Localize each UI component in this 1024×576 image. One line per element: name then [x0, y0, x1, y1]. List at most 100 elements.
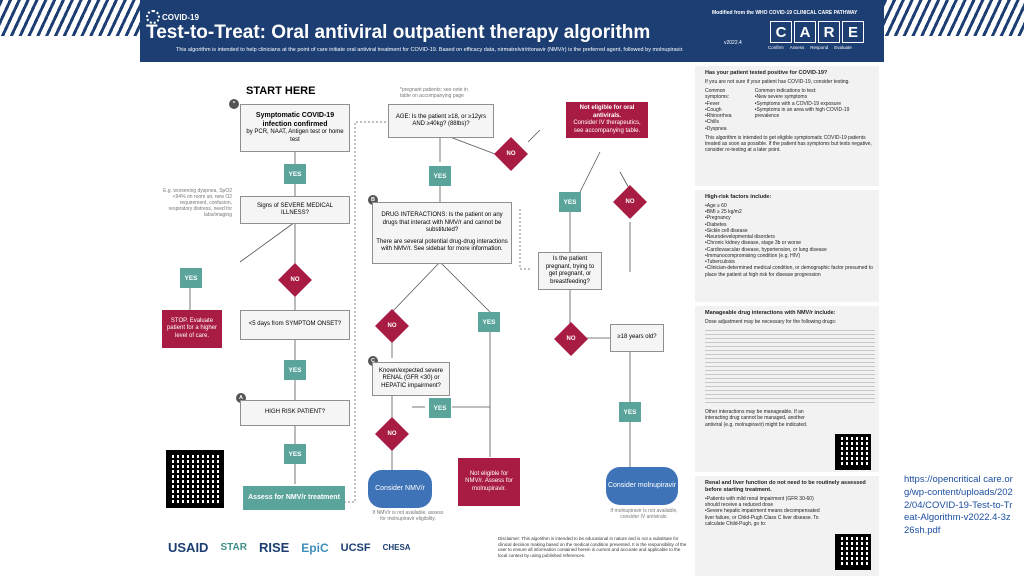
qr-code-icon [166, 450, 224, 508]
yes-age: YES [429, 166, 451, 186]
not-eligible-text: Consider IV therapeutics, see accompanyi… [573, 120, 641, 134]
disclaimer: Disclaimer: This algorithm is intended t… [498, 536, 687, 558]
decorative-stripes-left [0, 0, 140, 36]
version-label: v2022.4 [724, 40, 742, 46]
symptom-columns: Common symptoms: Fever Cough Rhinorrhea … [705, 88, 875, 132]
logo-epic: EpiC [301, 540, 329, 555]
no-label: NO [566, 336, 576, 342]
symptom-item: Chills [705, 119, 751, 125]
care-subtitles: Confirm Assess Respond Evaluate [768, 45, 852, 50]
no-label: NO [387, 323, 397, 329]
risk-item: BMI ≥ 25 kg/m2 [705, 209, 875, 215]
no-label: NO [387, 431, 397, 437]
page-title: Test-to-Treat: Oral antiviral outpatient… [146, 22, 651, 43]
subtitle: This algorithm is intended to help clini… [176, 47, 684, 53]
source-link[interactable]: https://opencritical care.org/wp-content… [904, 474, 1013, 537]
qr-code-icon [835, 434, 871, 470]
yes-severe: YES [180, 268, 202, 288]
flowchart: START HERE * Symptomatic COVID-19 infect… [140, 62, 690, 576]
interactions-footer: Other interactions may be manageable. If… [705, 409, 808, 428]
yes-high-risk: YES [284, 444, 306, 464]
symptom-item: Rhinorrhea [705, 113, 751, 119]
not-eligible-nmv-box: Not eligible for NMV/r. Assess for molnu… [458, 458, 520, 506]
sidebar: Has your patient tested positive for COV… [695, 62, 879, 576]
indication-item: New severe symptoms [755, 94, 875, 100]
renal-heading: Renal and liver function do not need to … [705, 480, 866, 493]
no-label: NO [290, 277, 300, 283]
risk-item: Pregnancy [705, 215, 875, 221]
start-here-label: START HERE [246, 85, 316, 97]
renal-item: Severe hepatic impairment means decompen… [705, 508, 823, 527]
consider-nmv-box: Consider NMV/r [368, 470, 432, 508]
risk-item: Clinician-determined medical condition, … [705, 265, 875, 278]
yes-onset: YES [284, 360, 306, 380]
panel-risk: High-risk factors include: Age ≥ 60 BMI … [695, 190, 879, 302]
partner-logos: USAID STAR RISE EpiC UCSF CHESA [168, 540, 411, 555]
interactions-sub: Dose adjustment may be necessary for the… [705, 318, 837, 325]
drug-interactions-q: DRUG INTERACTIONS: Is the patient on any… [381, 212, 503, 234]
tested-footer: This algorithm is intended to get eligib… [705, 134, 872, 154]
symptomatic-title: Symptomatic COVID-19 infection confirmed [255, 111, 335, 128]
age-box: AGE: Is the patient ≥18, or ≥12yrs AND ≥… [388, 104, 494, 138]
risk-heading: High-risk factors include: [705, 194, 772, 200]
yes-age18: YES [619, 402, 641, 422]
renal-item: Patients with mild renal impairment (GFR… [705, 496, 823, 509]
symptoms-column: Common symptoms: Fever Cough Rhinorrhea … [705, 88, 751, 132]
pregnant-box: Is the patient pregnant, trying to get p… [538, 252, 602, 290]
drug-interactions-note: There are several potential drug-drug in… [376, 238, 508, 253]
decorative-stripes-right [884, 0, 1024, 36]
pregnant-note: *pregnant patients: see note in table on… [400, 87, 468, 99]
indication-item: Symptoms with a COVID-19 exposure [755, 101, 875, 107]
tested-question: Has your patient tested positive for COV… [705, 70, 828, 76]
header-banner: COVID-19 Test-to-Treat: Oral antiviral o… [140, 0, 884, 62]
badge-b: B [368, 195, 378, 205]
care-logo: C A R E [770, 21, 864, 43]
risk-item: Cardiovascular disease, hypertension, or… [705, 247, 875, 253]
algorithm-slide: COVID-19 Test-to-Treat: Oral antiviral o… [140, 0, 884, 576]
symptoms-heading: Common symptoms: [705, 88, 730, 101]
logo-ucsf: UCSF [340, 541, 371, 554]
not-eligible-box: Not eligible for oral antivirals. Consid… [566, 102, 648, 138]
care-letter: R [818, 21, 840, 43]
no-label: NO [625, 199, 635, 205]
yes-pregnant: YES [559, 192, 581, 212]
interactions-table [705, 328, 875, 407]
consider-molnupiravir-box: Consider molnupiravir [606, 467, 678, 505]
no-label: NO [506, 151, 516, 157]
tested-text: If you are not sure if your patient has … [705, 78, 850, 85]
risk-item: Age ≥ 60 [705, 203, 875, 209]
severe-note: E.g. worsening dyspnea, SpO2 <94% on roo… [163, 188, 232, 218]
modified-from: Modified from the WHO COVID-19 CLINICAL … [712, 10, 858, 16]
no-drug: NO [375, 309, 409, 343]
renal-box: Known/expected severe RENAL (GFR <30) or… [372, 362, 450, 396]
risk-item: Sickle cell disease [705, 228, 875, 234]
badge-c: C [368, 356, 378, 366]
care-letter: A [794, 21, 816, 43]
risk-item: Neurodevelopmental disorders [705, 234, 875, 240]
drug-interactions-box: DRUG INTERACTIONS: Is the patient on any… [372, 202, 512, 264]
age18-box: ≥18 years old? [610, 324, 664, 352]
risk-item: Chronic kidney disease, stage 3b or wors… [705, 240, 875, 246]
care-sub: Assess [789, 45, 805, 50]
symptom-onset-box: <5 days from SYMPTOM ONSET? [240, 310, 350, 340]
risk-item: Immunocompromising condition (e.g. HIV) [705, 253, 875, 259]
virus-icon [146, 10, 160, 24]
molnupiravir-note: If molnupiravir is not available, consid… [610, 508, 678, 520]
yes-1: YES [284, 164, 306, 184]
yes-drug: YES [478, 312, 500, 332]
care-letter: C [770, 21, 792, 43]
logo-rise: RISE [258, 540, 290, 555]
care-letter: E [842, 21, 864, 43]
symptomatic-text: by PCR, NAAT, Antigen test or home test [246, 129, 344, 143]
high-risk-box: HIGH RISK PATIENT? [240, 400, 350, 426]
logo-usaid: USAID [168, 540, 209, 555]
not-eligible-title: Not eligible for oral antivirals. [579, 105, 635, 119]
symptom-item: Fever [705, 101, 751, 107]
indications-heading: Common indications to test: [754, 88, 817, 95]
indication-item: Symptoms in an area with high COVID-19 p… [755, 107, 875, 120]
logo-star: STAR [220, 542, 247, 553]
no-age: NO [494, 137, 528, 171]
no-pregnant-2: NO [554, 322, 588, 356]
care-sub: Evaluate [834, 45, 852, 50]
nmv-note: If NMV/r is not available, assess for mo… [372, 510, 444, 522]
